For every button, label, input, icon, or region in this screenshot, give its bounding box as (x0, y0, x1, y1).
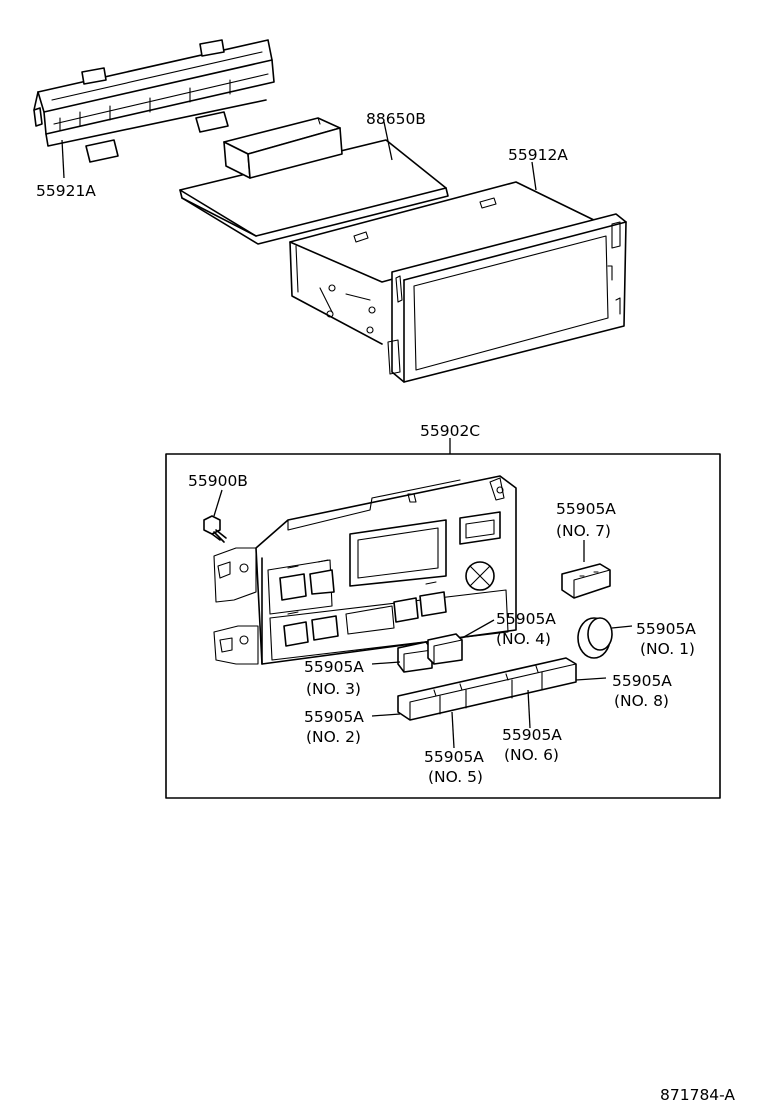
module-part (179, 117, 449, 245)
bracket-part (33, 39, 275, 179)
label-55900b: 55900B (188, 472, 248, 490)
label-knob-no2-num: (NO. 2) (306, 728, 361, 746)
label-knob-no1-num: (NO. 1) (640, 640, 695, 658)
label-knob-no8-num: (NO. 8) (614, 692, 669, 710)
label-knob-no6-part: 55905A (502, 726, 562, 744)
label-knob-no3-num: (NO. 3) (306, 680, 361, 698)
diagram-id: 871784-A (660, 1086, 735, 1104)
label-knob-no8-part: 55905A (612, 672, 672, 690)
label-knob-no3-part: 55905A (304, 658, 364, 676)
label-knob-no7-num: (NO. 7) (556, 522, 611, 540)
label-knob-no7-part: 55905A (556, 500, 616, 518)
label-knob-no2-part: 55905A (304, 708, 364, 726)
label-55902c: 55902C (420, 422, 480, 440)
label-knob-no6-num: (NO. 6) (504, 746, 559, 764)
label-55921a: 55921A (36, 182, 96, 200)
display-unit-part (289, 161, 627, 383)
label-55912a: 55912A (508, 146, 568, 164)
control-assy-group (165, 438, 721, 799)
label-knob-no1-part: 55905A (636, 620, 696, 638)
callout-labels: 55921A 88650B 55912A 55902C 55900B 55905… (36, 110, 735, 1104)
label-knob-no5-num: (NO. 5) (428, 768, 483, 786)
label-knob-no5-part: 55905A (424, 748, 484, 766)
label-88650b: 88650B (366, 110, 426, 128)
label-knob-no4-num: (NO. 4) (496, 630, 551, 648)
label-knob-no4-part: 55905A (496, 610, 556, 628)
